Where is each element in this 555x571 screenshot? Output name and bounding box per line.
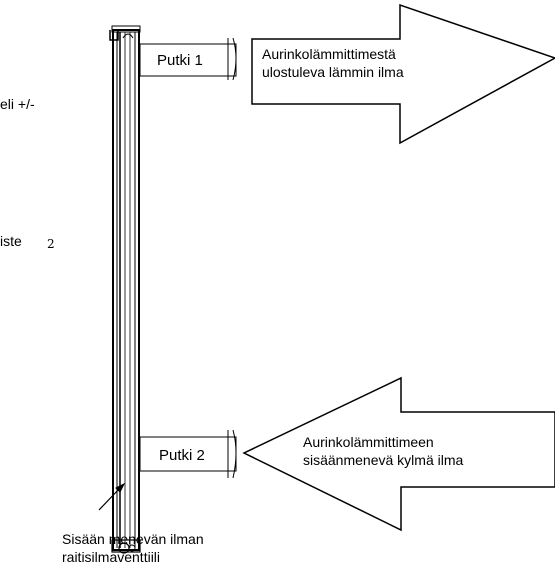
left-fragment-number: 2 xyxy=(47,237,55,251)
inlet-arrow xyxy=(242,376,555,532)
outlet-arrow-label-line2: ulostuleva lämmin ilma xyxy=(262,64,404,80)
valve-pointer-arrow xyxy=(98,482,126,511)
outlet-arrow-label-line1: Aurinkolämmittimestä xyxy=(262,46,396,62)
solar-collector-panel xyxy=(109,25,141,554)
pipe-2-label: Putki 2 xyxy=(159,447,205,464)
pipe-1 xyxy=(139,37,237,81)
valve-caption-line2: raitisilmaventtiili xyxy=(62,549,161,565)
inlet-arrow-label-line1: Aurinkolämmittimeen xyxy=(303,434,434,450)
inlet-arrow-label-line2: sisäänmenevä kylmä ilma xyxy=(303,452,464,468)
valve-caption-line1: Sisään menevän ilman xyxy=(62,531,204,547)
outlet-arrow xyxy=(251,3,555,145)
pipe-2 xyxy=(139,429,237,479)
left-fragment-top: eli +/- xyxy=(0,96,35,112)
left-fragment-middle: iste xyxy=(0,233,22,249)
pipe-1-label: Putki 1 xyxy=(157,52,203,69)
